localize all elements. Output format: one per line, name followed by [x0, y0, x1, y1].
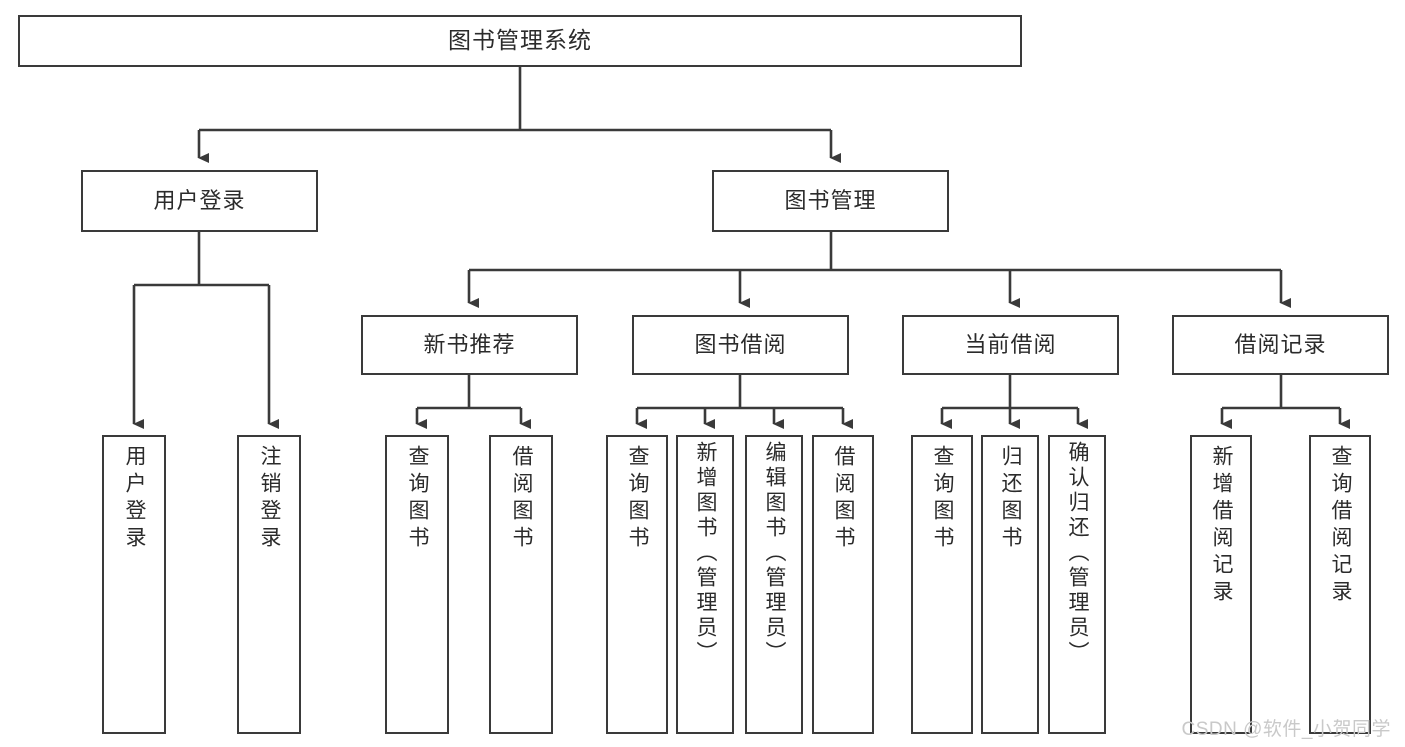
leaf-query-books-borrow[interactable]: 查询图书	[606, 435, 668, 734]
node-label: 用户登录	[153, 187, 246, 213]
node-label: 新增图书（管理员）	[694, 441, 718, 666]
leaf-borrow-books-recommend[interactable]: 借阅图书	[489, 435, 553, 734]
node-current-borrow[interactable]: 当前借阅	[902, 315, 1119, 375]
node-new-book-recommend[interactable]: 新书推荐	[361, 315, 578, 375]
node-borrow-record[interactable]: 借阅记录	[1172, 315, 1389, 375]
node-label: 新书推荐	[423, 331, 516, 357]
leaf-return-books[interactable]: 归还图书	[981, 435, 1039, 734]
leaf-add-borrow-record[interactable]: 新增借阅记录	[1190, 435, 1252, 734]
node-label: 查询图书	[931, 445, 955, 553]
node-user-login[interactable]: 用户登录	[81, 170, 318, 232]
node-label: 用户登录	[123, 445, 147, 553]
node-label: 确认归还（管理员）	[1066, 441, 1090, 666]
node-label: 图书管理	[784, 187, 877, 213]
leaf-borrow-books[interactable]: 借阅图书	[812, 435, 874, 734]
csdn-watermark: CSDN @软件_小贺同学	[1181, 719, 1391, 740]
leaf-edit-book-admin[interactable]: 编辑图书（管理员）	[745, 435, 803, 734]
node-label: 注销登录	[258, 445, 282, 553]
node-label: 图书借阅	[694, 331, 787, 357]
node-label: 编辑图书（管理员）	[763, 441, 787, 666]
node-label: 查询图书	[626, 445, 650, 553]
node-label: 查询图书	[406, 445, 430, 553]
node-label: 归还图书	[999, 445, 1023, 553]
node-label: 当前借阅	[964, 331, 1057, 357]
node-label: 图书管理系统	[448, 27, 592, 54]
leaf-query-books-current[interactable]: 查询图书	[911, 435, 973, 734]
leaf-add-book-admin[interactable]: 新增图书（管理员）	[676, 435, 734, 734]
leaf-query-borrow-record[interactable]: 查询借阅记录	[1309, 435, 1371, 734]
leaf-query-books-recommend[interactable]: 查询图书	[385, 435, 449, 734]
leaf-confirm-return-admin[interactable]: 确认归还（管理员）	[1048, 435, 1106, 734]
leaf-user-login[interactable]: 用户登录	[102, 435, 166, 734]
node-book-borrow[interactable]: 图书借阅	[632, 315, 849, 375]
node-label: 查询借阅记录	[1329, 445, 1353, 607]
node-label: 借阅图书	[832, 445, 856, 553]
node-label: 借阅图书	[510, 445, 534, 553]
leaf-logout[interactable]: 注销登录	[237, 435, 301, 734]
node-label: 新增借阅记录	[1210, 445, 1234, 607]
node-label: 借阅记录	[1234, 331, 1327, 357]
node-book-management[interactable]: 图书管理	[712, 170, 949, 232]
node-root-library-management-system[interactable]: 图书管理系统	[18, 15, 1022, 67]
